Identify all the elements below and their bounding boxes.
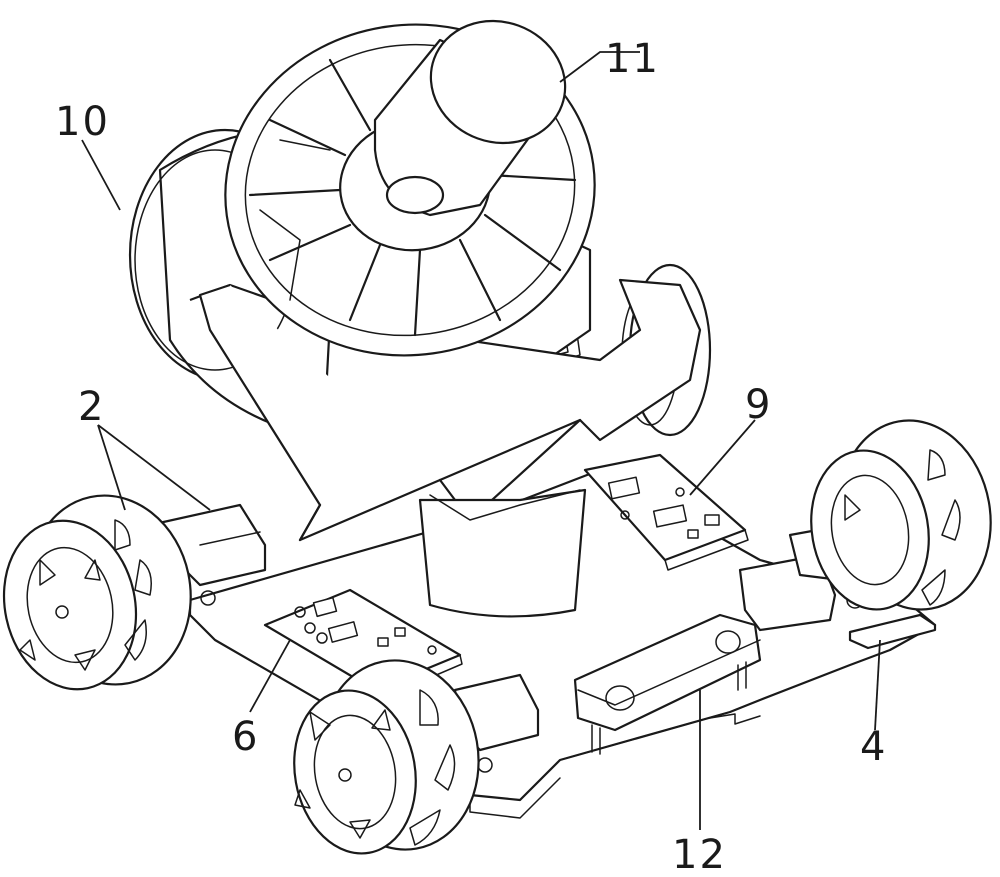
wheel-rear-left <box>293 659 480 855</box>
motor-cylinder <box>373 19 567 217</box>
wheel-front-right <box>810 419 992 611</box>
callout-4: 4 <box>860 724 887 770</box>
callout-12: 12 <box>672 832 727 877</box>
central-pillar <box>418 488 587 618</box>
turret-yoke <box>189 278 702 542</box>
callout-11: 11 <box>605 36 660 82</box>
leader-9 <box>689 419 756 496</box>
callout-2: 2 <box>78 384 105 430</box>
bracket-12 <box>573 613 762 755</box>
leader-11 <box>559 51 640 83</box>
callout-6: 6 <box>232 714 259 760</box>
leader-6 <box>249 639 291 713</box>
callout-9: 9 <box>745 382 772 428</box>
sensor-block-4 <box>848 613 937 650</box>
leader-10 <box>81 139 121 211</box>
leader-lines <box>81 51 881 830</box>
callout-10: 10 <box>55 99 110 145</box>
pcb-board-9 <box>583 453 749 571</box>
leader-2b <box>97 424 126 511</box>
wheel-front-left <box>2 494 192 691</box>
callout-labels: 11 10 2 9 6 4 12 <box>55 36 887 877</box>
leader-4 <box>874 639 881 731</box>
leader-2a <box>97 424 211 511</box>
